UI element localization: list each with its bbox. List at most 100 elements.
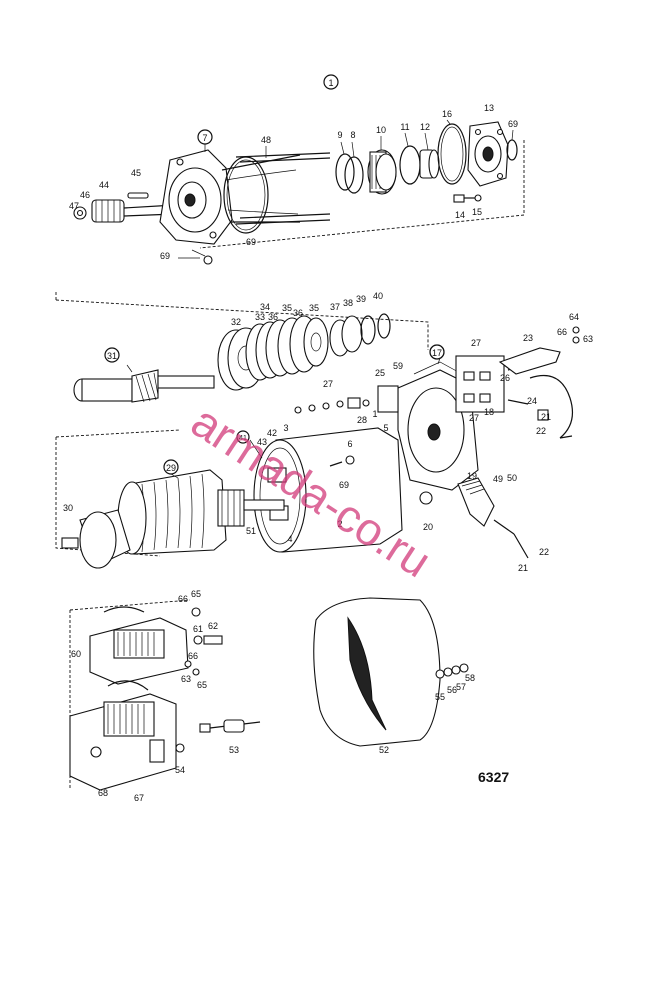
callout-label: 36 [268,312,278,322]
callout-label: 38 [343,298,353,308]
relay-60 [89,606,223,685]
callout-label: 33 [255,312,265,322]
motor-body-group [61,326,580,569]
callout-label: 42 [267,428,277,438]
callout-label: 35 [309,303,319,313]
callout-label: 12 [420,122,430,132]
callout-label: 57 [456,682,466,692]
callout-label: 51 [246,526,256,536]
callout-label: 69 [246,237,256,247]
callout-label: 4 [287,534,292,544]
callout-circled-17: 17 [429,344,445,360]
cover-52 [313,597,441,747]
callout-label: 48 [261,135,271,145]
field-frame [253,427,403,553]
callout-label: 56 [447,685,457,695]
callout-label: 45 [131,168,141,178]
callout-label: 36 [293,308,303,318]
nuts-55-58 [435,663,469,679]
callout-label: 63 [583,334,593,344]
drive-end-shield [159,149,301,245]
callout-label: 18 [484,407,494,417]
callout-label: 22 [539,547,549,557]
bolt-53 [199,719,261,733]
callout-label: 21 [518,563,528,573]
callout-label: 34 [260,302,270,312]
callout-circled-1: 1 [323,74,339,90]
drawing-number: 6327 [478,769,509,785]
callout-label: 65 [197,680,207,690]
callout-label: 21 [541,412,551,422]
callout-label: 39 [356,294,366,304]
shaft-clutch-group [73,313,391,403]
callout-label: 26 [500,373,510,383]
callout-label: 13 [484,103,494,113]
callout-label: 44 [99,180,109,190]
callout-label: 59 [393,361,403,371]
callout-label: 25 [375,368,385,378]
clutch-stack [217,313,391,391]
callout-label: 66 [188,651,198,661]
callout-label: 69 [339,480,349,490]
callout-label: 1 [328,78,333,88]
tie-bolts [235,152,331,225]
callout-label: 9 [337,130,342,140]
callout-label: 5 [383,423,388,433]
callout-label: 15 [472,207,482,217]
nut-row-27 [294,397,370,414]
callout-label: 16 [442,109,452,119]
callout-label: 40 [373,291,383,301]
callout-circled-31: 31 [104,347,120,363]
relay-group [69,606,261,791]
cover-group [313,597,469,747]
callout-label: 23 [523,333,533,343]
callout-label: 65 [191,589,201,599]
callout-label: 32 [231,317,241,327]
callout-label: 61 [193,624,203,634]
callout-labels: 1 7 48 9 8 10 11 12 16 13 69 45 44 46 47… [63,74,593,803]
callout-label: 31 [107,351,117,361]
terminal-block [455,326,580,413]
callout-label: 30 [63,503,73,513]
callout-label: 6 [347,439,352,449]
callout-label: 1 [372,409,377,419]
callout-circled-41: 41 [236,430,250,444]
callout-label: 8 [350,130,355,140]
callout-label: 52 [379,745,389,755]
field-terminal-bracket [529,374,573,439]
callout-label: 50 [507,473,517,483]
callout-label: 69 [160,251,170,261]
callout-label: 66 [178,594,188,604]
callout-label: 2 [337,519,342,529]
callout-label: 29 [166,463,176,473]
armature [117,469,285,555]
callout-label: 28 [357,415,367,425]
callout-label: 60 [71,649,81,659]
callout-circled-29: 29 [163,459,179,475]
nut-69 [191,249,213,265]
relay-67 [69,680,177,791]
section-frames [55,140,525,790]
callout-label: 58 [465,673,475,683]
callout-label: 47 [69,201,79,211]
end-plate [467,121,509,187]
bearing [367,149,397,195]
gasket [437,123,467,185]
callout-label: 14 [455,210,465,220]
callout-label: 10 [376,125,386,135]
callout-label: 24 [527,396,537,406]
callout-label: 37 [330,302,340,312]
callout-label: 49 [493,474,503,484]
callout-label: 62 [208,621,218,631]
callout-label: 3 [283,423,288,433]
callout-label: 43 [257,437,267,447]
callout-label: 7 [202,133,207,143]
callout-label: 22 [536,426,546,436]
washer-54 [175,743,185,753]
callout-label: 69 [508,119,518,129]
callout-label: 55 [435,692,445,702]
drive-end-housing-group [73,121,518,265]
end-cover [61,509,131,569]
